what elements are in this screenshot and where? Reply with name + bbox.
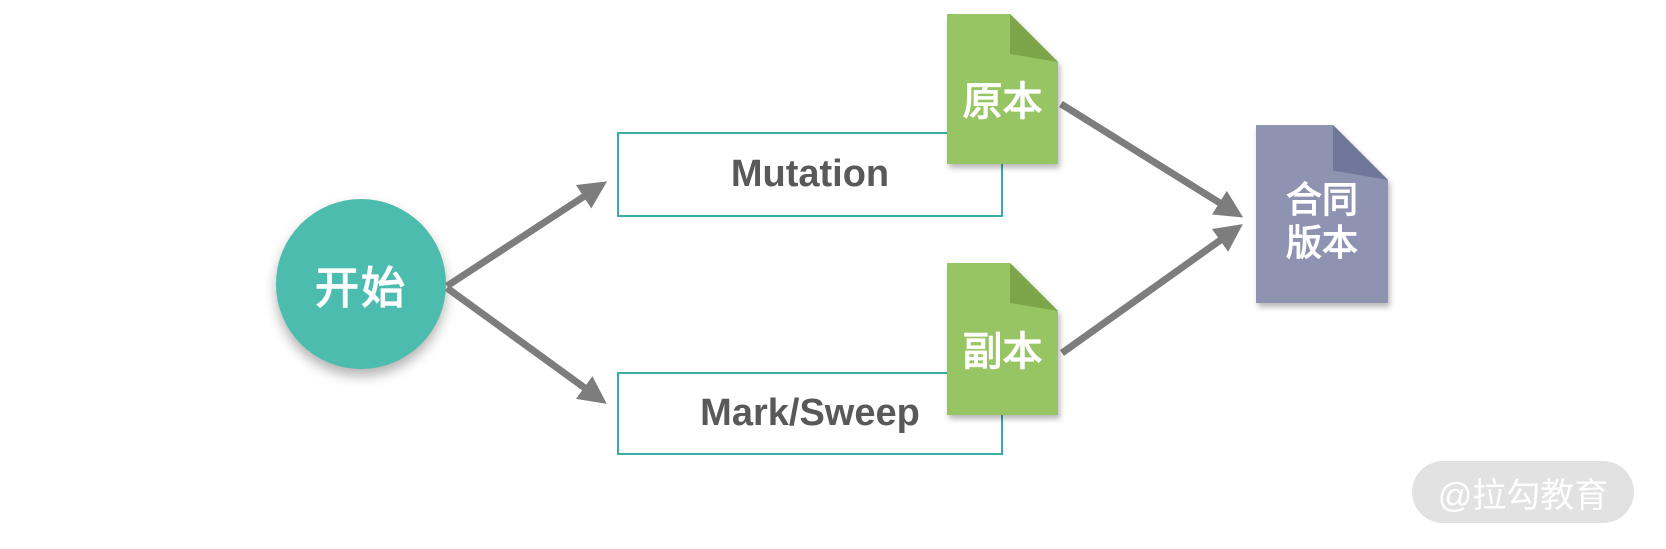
merged-label-line1: 合同 [1285, 178, 1358, 220]
copy-document: 副本 [947, 263, 1058, 415]
arrow-start-to-mutation-icon [445, 181, 608, 289]
arrow-start-to-marksweep-icon [444, 285, 607, 404]
original-document: 原本 [947, 14, 1058, 164]
merged-label-line2: 版本 [1285, 222, 1358, 263]
watermark-badge: @拉勾教育 [1412, 461, 1634, 523]
original-document-label: 原本 [962, 80, 1043, 124]
mark-sweep-box-label: Mark/Sweep [700, 392, 920, 434]
watermark-label: @拉勾教育 [1437, 476, 1609, 515]
mutation-box-label: Mutation [730, 153, 890, 195]
start-node-label: 开始 [315, 264, 407, 313]
arrow-copy-to-merged-icon [1059, 224, 1243, 356]
merged-version-document-label: 合同 版本 [1256, 125, 1388, 303]
arrow-original-to-merged-icon [1059, 101, 1244, 218]
mark-sweep-box: Mark/Sweep [617, 372, 1003, 455]
copy-document-label: 副本 [962, 330, 1043, 374]
merged-version-document: 合同 版本 [1256, 125, 1388, 303]
start-node: 开始 [276, 199, 446, 369]
mutation-box: Mutation [617, 132, 1003, 217]
